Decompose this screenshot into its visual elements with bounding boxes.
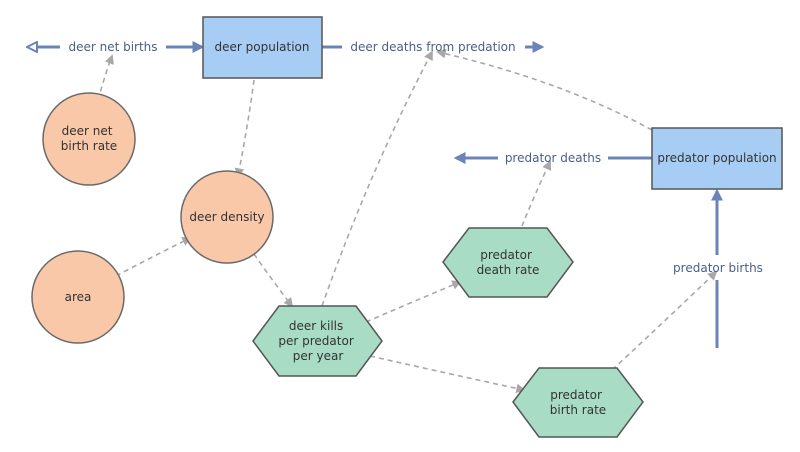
- hexagon-label-line-3: per year: [293, 349, 344, 363]
- converter-deer-density[interactable]: deer density: [180, 170, 274, 264]
- hexagon-label-line-1: deer kills: [289, 319, 343, 333]
- hexagon-predator-birth-rate[interactable]: predator birth rate: [512, 367, 644, 438]
- stock-predator-population[interactable]: predator population: [651, 127, 783, 190]
- link-birthrate-to-netbirths: [97, 54, 114, 101]
- hexagon-label-line-2: per predator: [278, 334, 353, 348]
- flow-label-deer-deaths-from-predation: deer deaths from predation: [350, 40, 515, 54]
- link-deathrate-to-preddeaths: [521, 160, 552, 227]
- hexagon-deer-kills-per-predator-per-year[interactable]: deer kills per predator per year: [252, 305, 383, 377]
- link-predpop-to-deaths: [436, 49, 653, 131]
- link-kills-to-deathrate: [365, 280, 462, 323]
- stock-label: predator population: [657, 151, 776, 165]
- hexagon-predator-death-rate[interactable]: predator death rate: [442, 227, 574, 298]
- link-kills-to-birthrate: [369, 355, 526, 394]
- link-deerpop-to-density: [234, 79, 255, 178]
- converter-area[interactable]: area: [31, 250, 125, 344]
- link-area-to-density: [115, 237, 192, 277]
- hexagon-label-line-1: predator: [550, 388, 602, 402]
- flow-label-deer-net-births: deer net births: [68, 40, 157, 54]
- svg-text:deer net birth rate: deer net birth rate: [61, 124, 117, 153]
- svg-text:predator birth rate: predator birth rate: [550, 388, 606, 417]
- converter-label-line-2: birth rate: [61, 139, 117, 153]
- hexagon-label-line-1: predator: [480, 248, 532, 262]
- converter-deer-net-birth-rate[interactable]: deer net birth rate: [42, 92, 136, 186]
- converter-label-line-1: deer net: [62, 124, 113, 138]
- converter-label: area: [65, 290, 92, 304]
- stock-label: deer population: [215, 40, 310, 54]
- svg-text:predator death rate: predator death rate: [477, 248, 540, 277]
- link-birthrate-to-predbirths: [611, 270, 718, 371]
- link-density-to-kills: [253, 253, 294, 308]
- link-kills-to-deaths: [321, 50, 433, 307]
- flow-label-predator-births: predator births: [673, 261, 763, 275]
- svg-text:deer kills per predator: deer kills per predator per year: [278, 319, 357, 363]
- hexagon-label-line-2: birth rate: [550, 403, 606, 417]
- flow-label-predator-deaths: predator deaths: [505, 151, 601, 165]
- converter-label: deer density: [189, 210, 264, 224]
- hexagon-label-line-2: death rate: [477, 263, 540, 277]
- stock-deer-population[interactable]: deer population: [202, 16, 323, 79]
